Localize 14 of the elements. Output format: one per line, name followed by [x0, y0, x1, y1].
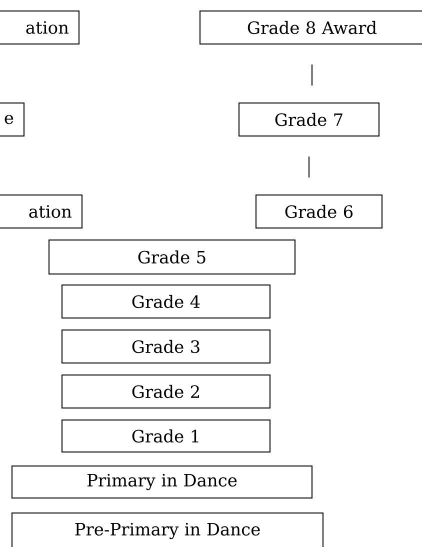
grade-box: Grade 3 [62, 330, 270, 364]
grade-box: Pre-Primary in Dance [12, 512, 324, 547]
connector-line [308, 156, 310, 178]
grade-box: Grade 6 [256, 194, 382, 228]
grade-box: Grade 4 [62, 284, 270, 318]
grade-box: ation [0, 10, 80, 44]
grade-box: Primary in Dance [12, 466, 312, 498]
grade-box: e [0, 102, 24, 136]
grade-box: Grade 7 [238, 102, 380, 136]
grade-box: Grade 1 [62, 420, 270, 452]
grade-box: Grade 8 Award [200, 10, 422, 44]
grade-box: Grade 5 [48, 240, 296, 274]
grade-box: ation [0, 194, 82, 228]
grade-box: Grade 2 [62, 374, 270, 408]
